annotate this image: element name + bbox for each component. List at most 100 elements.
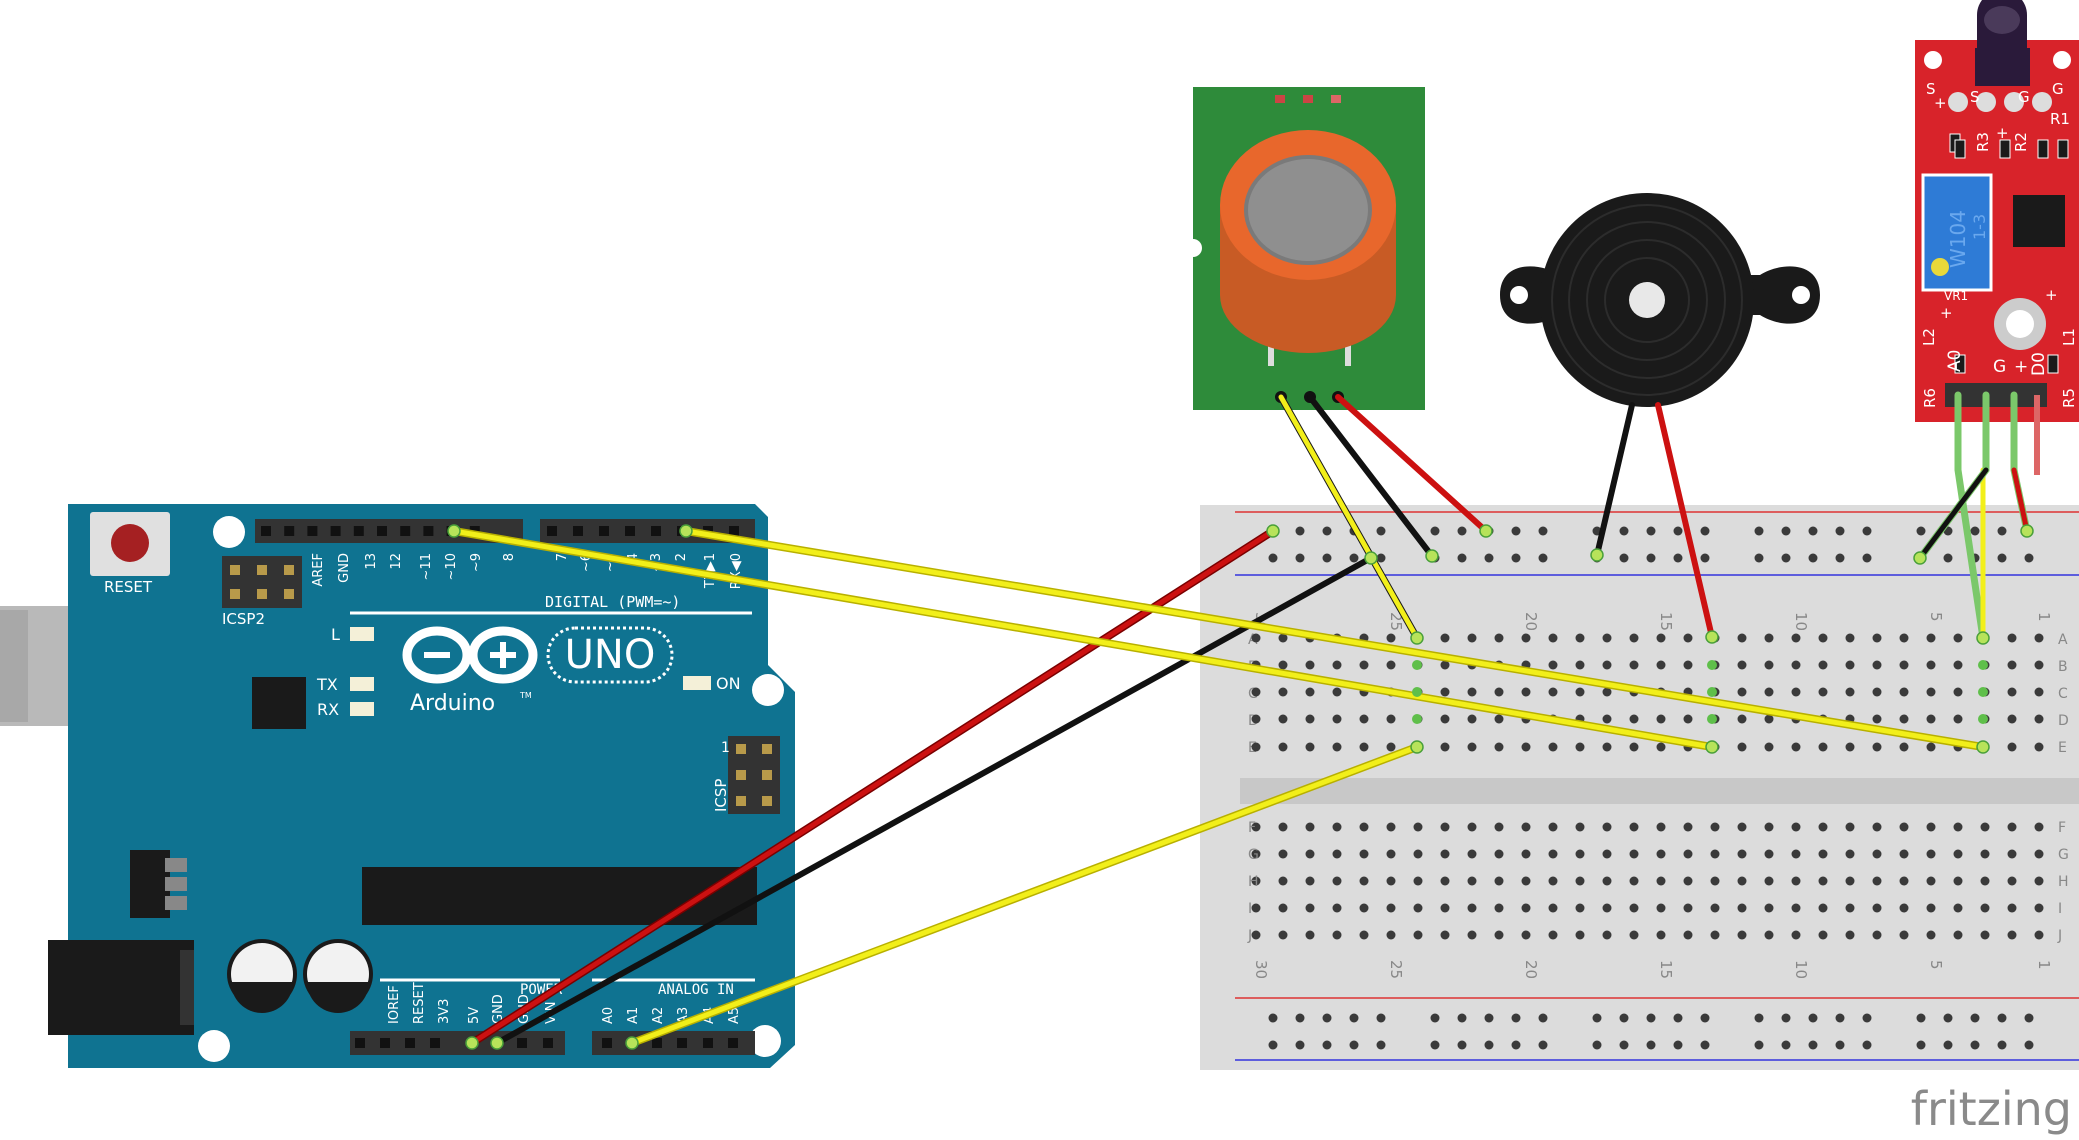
breadboard-hole — [1413, 930, 1423, 940]
analog-pin-socket[interactable] — [677, 1038, 687, 1048]
breadboard-hole — [1413, 822, 1423, 832]
power-rail-hole — [1646, 526, 1656, 536]
breadboard-hole — [2034, 660, 2044, 670]
buzzer-ring — [1586, 239, 1708, 361]
atmega-microcontroller — [362, 867, 757, 925]
column-labels-bottom: 30 25 20 15 10 5 1 — [1252, 960, 2053, 979]
breadboard-hole — [1278, 633, 1288, 643]
analog-pin-socket[interactable] — [652, 1038, 662, 1048]
digital-pin-socket[interactable] — [573, 526, 583, 536]
col-label-15: 15 — [1657, 612, 1675, 631]
analog-pin-socket[interactable] — [602, 1038, 612, 1048]
arduino-d10-to-breadboard-wire — [451, 528, 1715, 750]
breadboard-hole — [1602, 633, 1612, 643]
breadboard-hole — [1575, 903, 1585, 913]
breadboard-hole — [1467, 714, 1477, 724]
breadboard-hole — [1899, 876, 1909, 886]
breadboard-hole — [1359, 822, 1369, 832]
digital-pin-socket[interactable] — [307, 526, 318, 536]
flame-sensor-mount-hole — [1924, 51, 1942, 69]
reset-button-cap[interactable] — [111, 524, 149, 562]
silk-plus2: + — [1996, 124, 2009, 142]
power-pin-socket[interactable] — [405, 1038, 415, 1048]
power-rail-hole — [2024, 553, 2034, 563]
breadboard-hole — [1548, 742, 1558, 752]
power-rail-hole — [1673, 553, 1683, 563]
breadboard-hole — [1332, 687, 1342, 697]
breadboard-hole — [1683, 714, 1693, 724]
power-rail-hole — [1457, 526, 1467, 536]
breadboard-hole — [2034, 742, 2044, 752]
row-label-b-right: B — [2058, 659, 2068, 675]
digital-pin-socket[interactable] — [400, 526, 411, 536]
power-rail-hole — [1808, 1040, 1818, 1050]
digital-pin-socket[interactable] — [284, 526, 295, 536]
digital-pin-socket[interactable] — [353, 526, 364, 536]
flame-sensor-pad — [2032, 92, 2052, 112]
power-rail-hole — [1646, 553, 1656, 563]
digital-pin-socket[interactable] — [547, 526, 557, 536]
silk-r1: R1 — [2050, 110, 2070, 128]
icsp-pin — [762, 796, 772, 806]
capacitor-stripe — [307, 982, 369, 1013]
breadboard-hole — [1818, 660, 1828, 670]
breadboard-hole — [1521, 903, 1531, 913]
breadboard-hole — [2034, 903, 2044, 913]
digital-pin-socket[interactable] — [261, 526, 271, 536]
breadboard-hole — [1980, 903, 1990, 913]
breadboard-hole — [1332, 714, 1342, 724]
power-pin-socket[interactable] — [380, 1038, 390, 1048]
breadboard-hole — [1926, 742, 1936, 752]
breadboard-hole — [1737, 822, 1747, 832]
digital-pin-socket[interactable] — [599, 526, 609, 536]
breadboard-hole — [1467, 687, 1477, 697]
digital-pin-label: 13 — [364, 553, 379, 570]
potentiometer-screw[interactable] — [1931, 258, 1949, 276]
analog-pin-socket[interactable] — [728, 1038, 738, 1048]
wire-endpoint — [1590, 548, 1604, 562]
breadboard-hole — [1899, 930, 1909, 940]
power-rail-hole — [1511, 553, 1521, 563]
potentiometer-label: W104 — [1946, 210, 1970, 268]
power-pin-socket[interactable] — [543, 1038, 553, 1048]
digital-pin-socket[interactable] — [651, 526, 661, 536]
analog-pin-socket[interactable] — [703, 1038, 713, 1048]
power-rail-hole — [1862, 526, 1872, 536]
digital-pin-socket[interactable] — [377, 526, 387, 536]
breadboard-hole — [1791, 930, 1801, 940]
breadboard-hole — [1359, 876, 1369, 886]
power-rail-hole — [1943, 553, 1953, 563]
silk-plus: + — [1934, 94, 1947, 112]
flame-sensor-smd-parts — [1949, 133, 2069, 374]
silk-l1: L1 — [2060, 328, 2078, 346]
power-pin-socket[interactable] — [430, 1038, 440, 1048]
digital-pin-socket[interactable] — [729, 526, 739, 536]
gas-sensor-signal-wire — [1278, 394, 1420, 641]
power-pin-socket[interactable] — [517, 1038, 527, 1048]
breadboard-hole — [1710, 876, 1720, 886]
power-pin-socket[interactable] — [355, 1038, 365, 1048]
breadboard-hole — [1899, 742, 1909, 752]
breadboard-hole — [1521, 849, 1531, 859]
breadboard-hole — [1548, 633, 1558, 643]
power-rail-hole — [1700, 1013, 1710, 1023]
breadboard-hole — [1629, 633, 1639, 643]
power-rail-hole — [1457, 553, 1467, 563]
breadboard-hole — [1575, 930, 1585, 940]
led-l — [350, 627, 374, 641]
breadboard-hole — [1791, 660, 1801, 670]
breadboard-hole — [1251, 876, 1261, 886]
digital-pin-socket[interactable] — [330, 526, 341, 536]
power-rail-hole — [1808, 526, 1818, 536]
breadboard-hole — [1791, 633, 1801, 643]
breadboard-hole — [1548, 822, 1558, 832]
breadboard-hole — [1953, 633, 1963, 643]
icsp-header — [728, 736, 780, 814]
breadboard-hole — [1845, 742, 1855, 752]
digital-pin-socket[interactable] — [625, 526, 635, 536]
digital-pin-socket[interactable] — [423, 526, 434, 536]
breadboard-hole — [1305, 930, 1315, 940]
power-rail-hole — [1646, 1040, 1656, 1050]
breadboard-hole — [1602, 822, 1612, 832]
breadboard-hole — [1791, 822, 1801, 832]
